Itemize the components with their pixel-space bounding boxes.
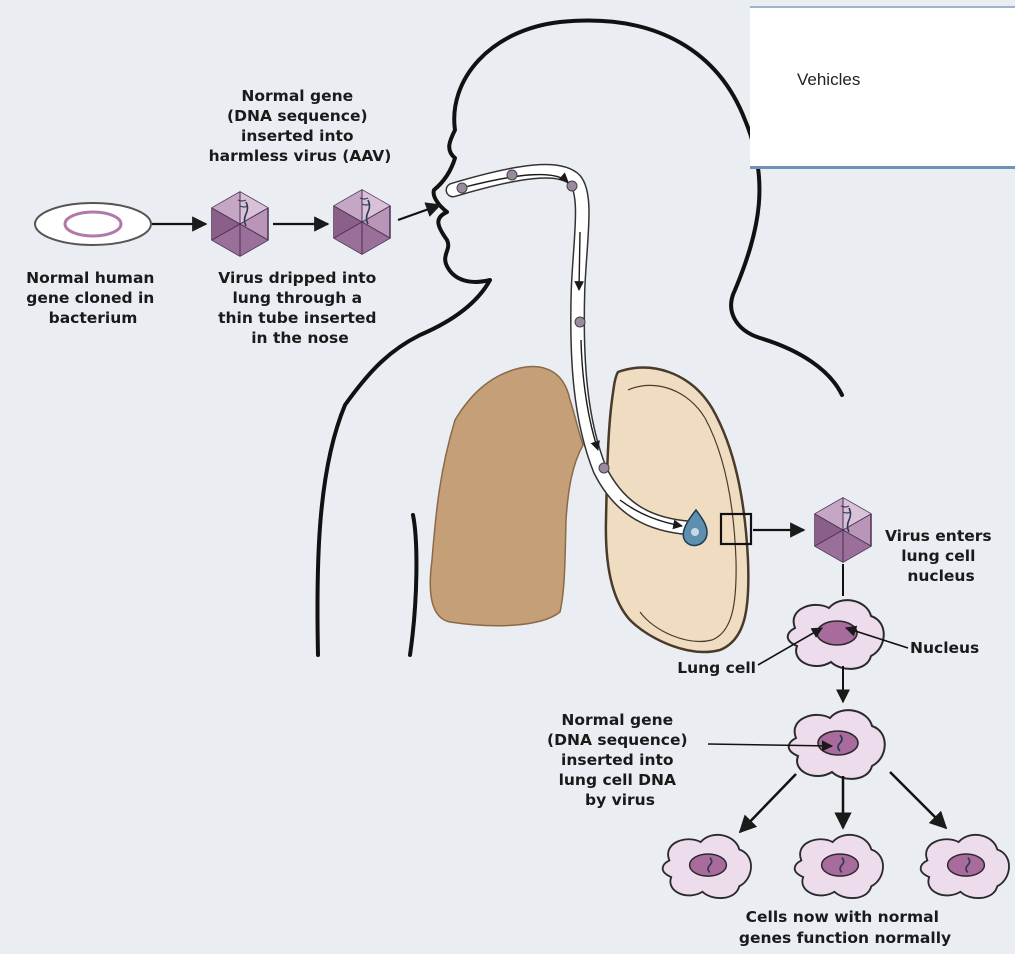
daughter-cell-3: [921, 835, 1009, 898]
daughter-cell-2: [795, 835, 883, 898]
daughter-cell-1: [663, 835, 751, 898]
lung-cell-icon: [788, 600, 884, 669]
vehicles-label: Vehicles: [797, 70, 860, 90]
bacterium-icon: [35, 203, 151, 245]
label-nucleus: Nucleus: [910, 639, 979, 657]
label-lung-cell: Lung cell: [677, 659, 756, 677]
modified-cell-icon: [789, 710, 885, 779]
vehicles-text-box: Vehicles: [750, 6, 1015, 169]
